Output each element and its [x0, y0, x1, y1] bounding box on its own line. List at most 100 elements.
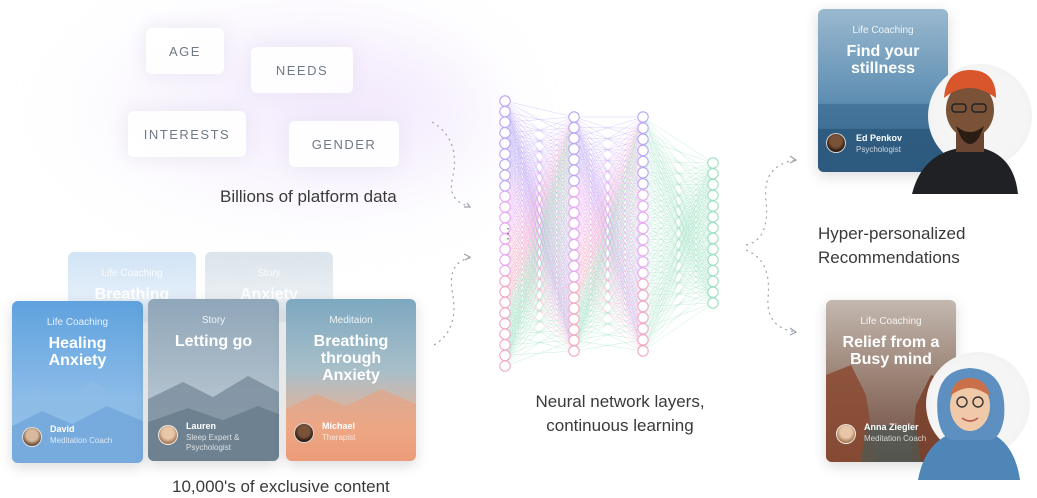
network-edge [504, 127, 575, 367]
network-edge [573, 297, 644, 329]
network-node [637, 267, 649, 279]
network-node [499, 180, 511, 192]
avatar [826, 133, 846, 153]
network-edge [642, 162, 714, 229]
network-edge [504, 116, 575, 186]
connector-arrow [431, 121, 469, 207]
author-role: Meditation Coach [864, 434, 927, 443]
network-node [637, 133, 649, 146]
network-node [499, 286, 511, 298]
network-node [637, 178, 649, 190]
network-edge [573, 127, 644, 151]
network-node [499, 275, 511, 287]
tag-gender: GENDER [289, 121, 399, 167]
network-edge [642, 259, 714, 352]
network-node [707, 200, 719, 212]
caption-output: Hyper-personalized Recommendations [818, 222, 965, 270]
network-edge [573, 116, 644, 267]
tag-interests: INTERESTS [128, 111, 246, 157]
network-edge [573, 228, 644, 352]
network-node [568, 185, 580, 198]
author-name: Anna Ziegler [864, 422, 919, 432]
network-edge [504, 116, 575, 165]
network-edge [573, 139, 644, 352]
network-node [568, 121, 580, 134]
network-edge [504, 116, 575, 250]
network-edge [504, 116, 575, 208]
mountain-graphic [148, 375, 279, 461]
tag-needs: NEEDS [251, 47, 353, 93]
network-edge [573, 116, 644, 140]
recommendation-card-find-your-stillness[interactable]: Life Coaching Find your stillness Ed Pen… [818, 9, 948, 172]
network-edge [504, 255, 575, 367]
ellipsis-marker: ⋮ [501, 225, 515, 241]
author-name: David [50, 424, 75, 434]
network-node [637, 278, 649, 290]
network-node [568, 334, 580, 347]
content-card-breathing-through-anxiety[interactable]: Meditaion Breathing through Anxiety Mich… [286, 299, 416, 461]
tag-label: NEEDS [275, 62, 329, 78]
author-name: Michael [322, 421, 356, 431]
network-edge [504, 100, 575, 118]
caption-output-line1: Hyper-personalized [818, 224, 966, 243]
network-edge [573, 183, 644, 352]
network-node [499, 211, 511, 224]
network-edge [573, 116, 644, 330]
network-node [637, 222, 649, 235]
caption-network-line2: continuous learning [546, 416, 694, 435]
network-node [499, 328, 511, 340]
network-node [707, 157, 719, 169]
network-node [637, 322, 649, 335]
network-node [568, 206, 580, 219]
network-edge [573, 180, 644, 207]
network-edge [504, 116, 575, 335]
network-node [499, 201, 511, 213]
network-edge [504, 116, 575, 123]
network-node [568, 302, 580, 315]
network-node [637, 166, 649, 179]
network-node [499, 307, 511, 319]
network-edge [504, 318, 575, 367]
network-node [637, 300, 649, 313]
card-title: Breathing through Anxiety [313, 333, 389, 384]
network-edge [573, 244, 644, 274]
network-edge [573, 276, 644, 307]
network-edge [573, 116, 644, 245]
mountain-graphic [12, 380, 143, 463]
connector-arrow [463, 253, 472, 261]
network-node [707, 211, 719, 223]
network-node [499, 243, 511, 256]
connector-arrow [789, 327, 798, 336]
network-node [568, 175, 580, 187]
network-node [637, 256, 649, 268]
content-card-healing-anxiety[interactable]: Life Coaching Healing Anxiety David Medi… [12, 301, 143, 463]
network-edge [504, 233, 575, 367]
network-node [568, 196, 580, 208]
caption-network-line1: Neural network layers, [535, 392, 705, 411]
network-edge [642, 162, 714, 340]
content-card-letting-go[interactable]: Story Letting go Lauren Sleep Expert & P… [148, 299, 279, 461]
avatar [158, 425, 178, 445]
recommendation-card-relief-from-busy-mind[interactable]: Life Coaching Relief from a Busy mind An… [826, 300, 956, 462]
network-node [707, 264, 719, 277]
network-edge [642, 162, 714, 251]
network-edge [642, 162, 714, 274]
network-node [499, 95, 511, 107]
network-edge [642, 173, 714, 352]
network-node [637, 233, 649, 246]
network-node [499, 296, 511, 309]
caption-content: 10,000's of exclusive content [172, 477, 390, 496]
avatar [22, 427, 42, 447]
network-node [568, 323, 580, 336]
card-title: Find your stillness [846, 43, 920, 77]
network-node [499, 105, 511, 118]
network-edge [573, 318, 644, 352]
network-edge [642, 238, 714, 352]
network-edge [573, 206, 644, 352]
card-category: Life Coaching [46, 317, 109, 328]
woman-portrait-image [918, 368, 1020, 480]
network-edge [504, 340, 575, 367]
network-edge [573, 308, 644, 341]
network-edge [642, 162, 714, 207]
network-edge [642, 281, 714, 352]
